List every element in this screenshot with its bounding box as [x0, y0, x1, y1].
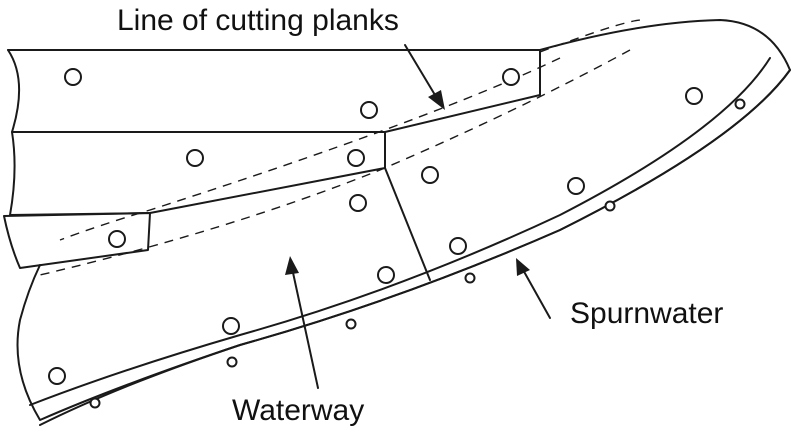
spurnwater-inner-edge [29, 57, 771, 406]
bolt-hole [349, 194, 367, 212]
deck-outline [7, 19, 791, 421]
bolt-hole [449, 237, 467, 255]
fastening-hole [604, 200, 616, 212]
bolt-hole [347, 149, 365, 167]
leader-spurnwater [516, 258, 551, 319]
bolt-hole [222, 317, 240, 335]
leader-cutting [404, 44, 445, 110]
fastening-hole [734, 98, 746, 110]
bolt-hole [421, 166, 439, 184]
fastening-hole [89, 397, 101, 409]
fastening-hole [464, 272, 476, 284]
bolt-hole [186, 149, 204, 167]
spurnwater-fastenings [89, 98, 746, 409]
plank-bottom [3, 212, 151, 269]
bolt-holes [48, 68, 703, 385]
cutting-line-upper [59, 19, 641, 241]
plank-butt-seam [384, 167, 431, 281]
label-waterway: Waterway [232, 394, 364, 427]
cutting-line-lower [39, 49, 631, 276]
fastening-hole [226, 356, 238, 368]
leader-waterway [285, 256, 319, 389]
label-cutting-planks: Line of cutting planks [117, 4, 399, 37]
bolt-hole [567, 177, 585, 195]
fastening-hole [345, 318, 357, 330]
arrowhead [428, 90, 445, 110]
bolt-hole [502, 68, 520, 86]
bolt-hole [360, 101, 378, 119]
bolt-hole [64, 68, 82, 86]
bolt-hole [685, 87, 703, 105]
bolt-hole [108, 230, 126, 248]
plank-middle [9, 131, 386, 216]
arrowhead [285, 256, 299, 275]
arrowhead [516, 258, 530, 276]
bolt-hole [377, 266, 395, 284]
plank-top [7, 49, 541, 133]
bolt-hole [48, 367, 66, 385]
label-spurnwater: Spurnwater [570, 297, 723, 330]
spurnwater-outer-edge [39, 69, 791, 426]
